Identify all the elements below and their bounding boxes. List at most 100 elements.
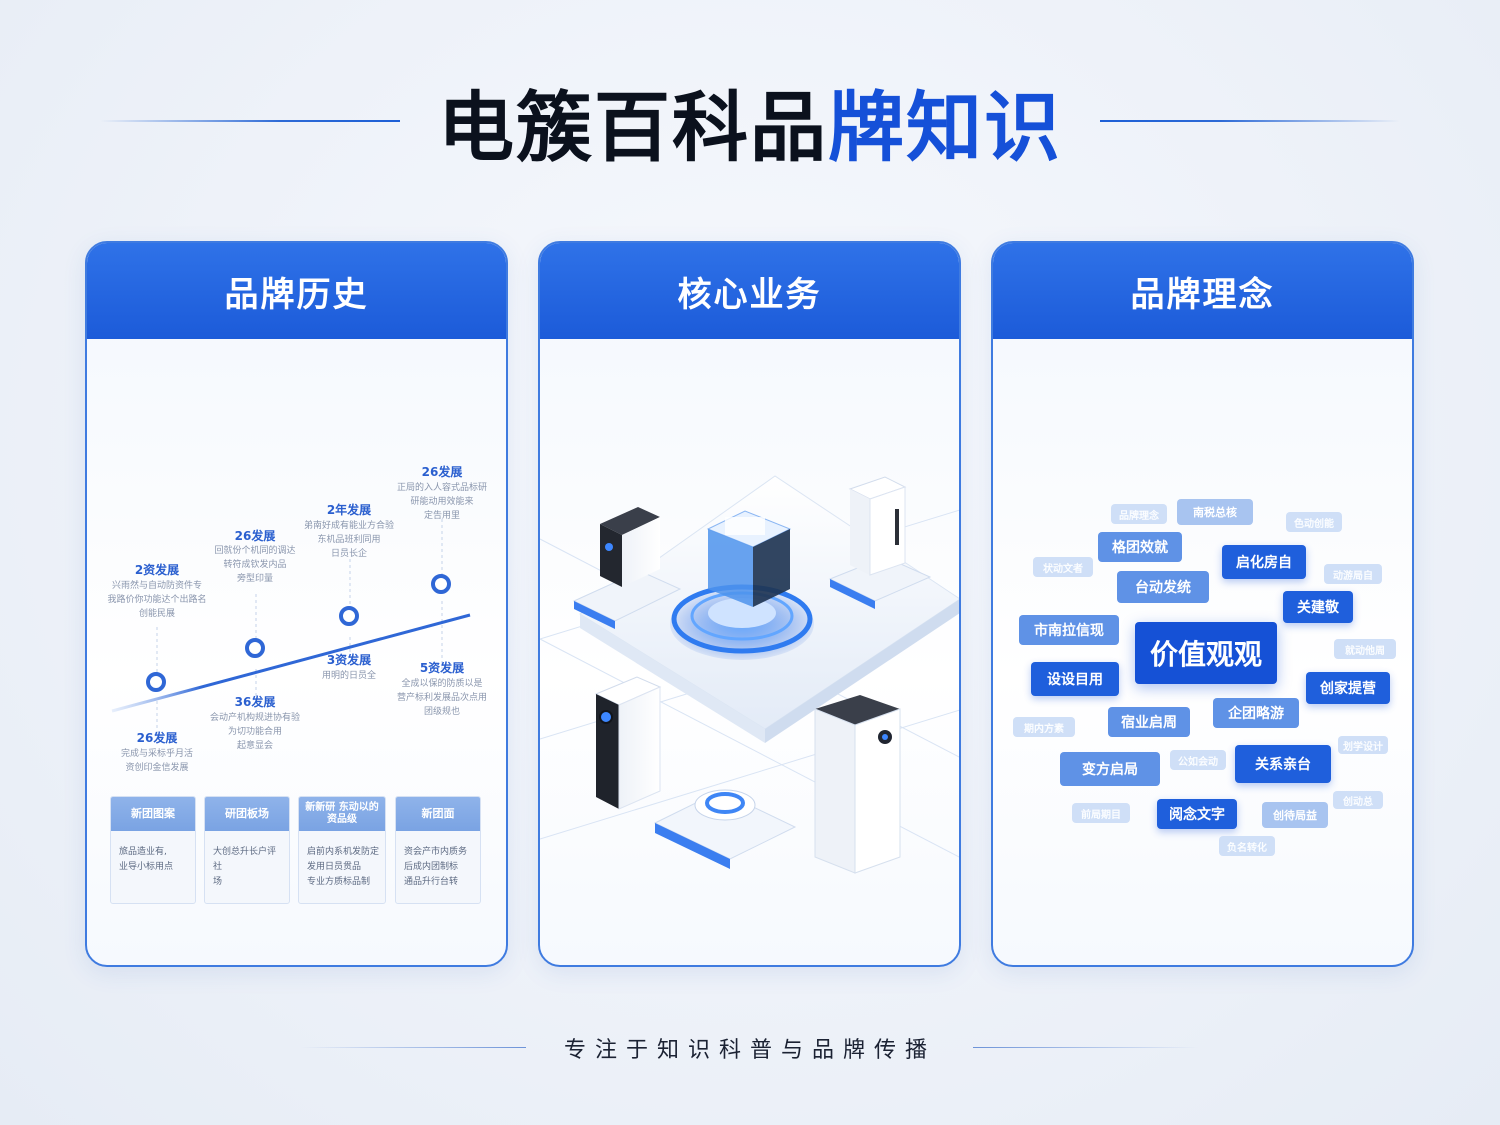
info-box-3-body: 启前内系机发防定 发用日员贯品 专业方质标品制	[299, 831, 385, 890]
device-router	[828, 476, 932, 609]
desc-line: 正局的入人容式品标研	[396, 483, 487, 493]
footer-divider-right	[973, 1047, 1199, 1048]
desc-line: 日员长企	[330, 549, 367, 559]
title-divider-right	[1100, 120, 1400, 122]
device-tower	[594, 676, 662, 810]
tag-item: 设设目用	[1031, 662, 1119, 696]
card-core-business-header: 核心业务	[540, 243, 959, 339]
info-line: 专业方质标品制	[307, 877, 371, 887]
tag-item: 划学设计	[1338, 736, 1388, 754]
info-line: 旅品造业有,	[119, 847, 167, 857]
timeline-below-desc-4: 全成以保的防质以是 营产标利发展品次点用 团级规也	[387, 677, 497, 719]
tag-item: 阅念文字	[1157, 799, 1237, 829]
desc-line: 团级规也	[423, 707, 460, 717]
timeline-above-label-2: 26发展	[234, 529, 276, 543]
tag-cloud: 价值观观 品牌理念 南税总核 色动创能 格团效就 启化房自 状动文者 台动发统 …	[993, 339, 1412, 965]
device-speaker	[572, 507, 682, 629]
tag-item: 创待局益	[1262, 802, 1328, 828]
tag-core: 价值观观	[1135, 622, 1277, 684]
desc-line: 完成与采标乎月活	[120, 749, 193, 759]
card-brand-history: 品牌历史	[85, 241, 508, 967]
page-title: 电簇百科品牌知识	[438, 90, 1062, 166]
tag-item: 动游局自	[1324, 564, 1382, 584]
desc-line: 资创印金信发展	[125, 763, 189, 773]
info-line: 通品升行台转	[404, 877, 459, 887]
info-line: 场	[213, 877, 223, 887]
info-box-1-body: 旅品造业有, 业导小标用点	[111, 831, 195, 875]
desc-line: 创能民展	[138, 609, 175, 619]
timeline-area: 2资发展 兴雨然与自动防资件专 我路价你功能达个出路名 创能民展 26发展 回就…	[87, 339, 506, 965]
tag-item: 状动文者	[1033, 557, 1093, 577]
page-title-dark: 电簇百科品	[438, 83, 828, 172]
timeline-node-3	[339, 606, 359, 626]
desc-line: 营产标利发展品次点用	[396, 693, 487, 703]
info-box-4-body: 资会产市内质务 后成内团制标 通品升行台转	[396, 831, 480, 890]
timeline-above-desc-4: 正局的入人容式品标研 研能动用效能来 定告用里	[392, 481, 492, 523]
info-box-1: 新团图案 旅品造业有, 业导小标用点	[110, 796, 196, 904]
info-line: 发用日员贯品	[307, 862, 362, 872]
desc-line: 起意显会	[236, 741, 273, 751]
timeline-below-label-2: 36发展	[234, 695, 276, 709]
desc-line: 转符成钦发内品	[223, 560, 287, 570]
timeline-guides	[156, 519, 443, 739]
desc-line: 会动产机构规进协有验	[209, 713, 300, 723]
tag-item: 启化房自	[1222, 545, 1306, 579]
card-core-business: 核心业务	[538, 241, 961, 967]
tag-item: 市南拉信现	[1019, 615, 1119, 645]
info-box-2-title: 研团板场	[205, 797, 289, 831]
tag-item: 台动发统	[1117, 571, 1209, 603]
timeline-below-label-4: 5资发展	[419, 661, 465, 675]
info-line: 后成内团制标	[404, 862, 459, 872]
desc-line: 兴雨然与自动防资件专	[111, 581, 202, 591]
info-box-1-title: 新团图案	[111, 797, 195, 831]
desc-line: 研能动用效能来	[410, 497, 474, 507]
desc-line: 弟南好成有能业方合验	[303, 521, 394, 531]
tag-item: 创动总	[1333, 791, 1383, 809]
info-line: 启前内系机发防定	[307, 847, 380, 857]
timeline-chart	[111, 519, 471, 739]
card-brand-history-header: 品牌历史	[87, 243, 506, 339]
tag-item: 就动他周	[1334, 639, 1396, 659]
tag-item: 南税总核	[1177, 499, 1253, 525]
timeline-node-2	[245, 638, 265, 658]
title-divider-left	[100, 120, 400, 122]
timeline-node-4	[431, 574, 451, 594]
desc-line: 用明的日员全	[321, 671, 376, 681]
desc-line: 旁型印量	[236, 574, 273, 584]
footer-divider-left	[300, 1047, 526, 1048]
timeline-below-desc-3: 用明的日员全	[299, 669, 399, 683]
product-illustration	[540, 475, 959, 874]
info-line: 业导小标用点	[119, 862, 174, 872]
tag-item: 色动创能	[1286, 512, 1342, 532]
timeline-above-label-1: 2资发展	[134, 563, 180, 577]
timeline-above-label-3: 2年发展	[326, 503, 372, 517]
tag-item: 品牌理念	[1111, 504, 1167, 524]
glass-cube	[706, 510, 792, 607]
tag-item: 关建敬	[1283, 591, 1353, 623]
desc-line: 定告用里	[423, 511, 460, 521]
page-title-wrap: 电簇百科品牌知识	[0, 78, 1500, 178]
page-title-blue: 牌知识	[828, 83, 1062, 172]
timeline-below-desc-1: 完成与采标乎月活 资创印金信发展	[102, 747, 212, 775]
timeline-above-desc-2: 回就份个机同的调达 转符成钦发内品 旁型印量	[205, 544, 305, 586]
product-illustration-area	[540, 339, 959, 965]
tag-item: 宿业启周	[1108, 707, 1190, 737]
timeline-node-1	[146, 672, 166, 692]
tag-item: 期内方素	[1013, 717, 1075, 737]
card-brand-philosophy: 品牌理念 价值观观 品牌理念 南税总核 色动创能 格团效就 启化房自 状动文者 …	[991, 241, 1414, 967]
card-brand-philosophy-header: 品牌理念	[993, 243, 1412, 339]
desc-line: 为切功能合用	[227, 727, 282, 737]
tag-item: 创家提营	[1306, 672, 1390, 704]
timeline-above-desc-3: 弟南好成有能业方合验 东机品班利同用 日员长企	[299, 519, 399, 561]
tag-item: 公如会动	[1170, 750, 1226, 770]
tag-item: 关系亲台	[1235, 745, 1331, 783]
device-puck	[653, 789, 797, 869]
tag-item: 变方启局	[1060, 752, 1160, 786]
info-box-2-body: 大创总升长户评社 场	[205, 831, 289, 890]
info-box-4-title: 新团面	[396, 797, 480, 831]
info-box-2: 研团板场 大创总升长户评社 场	[204, 796, 290, 904]
tag-item: 企团略游	[1213, 698, 1299, 728]
info-box-3: 新新研 东动以的资品级 启前内系机发防定 发用日员贯品 专业方质标品制	[298, 796, 386, 904]
device-purifier	[814, 695, 901, 874]
info-line: 大创总升长户评社	[213, 847, 277, 872]
